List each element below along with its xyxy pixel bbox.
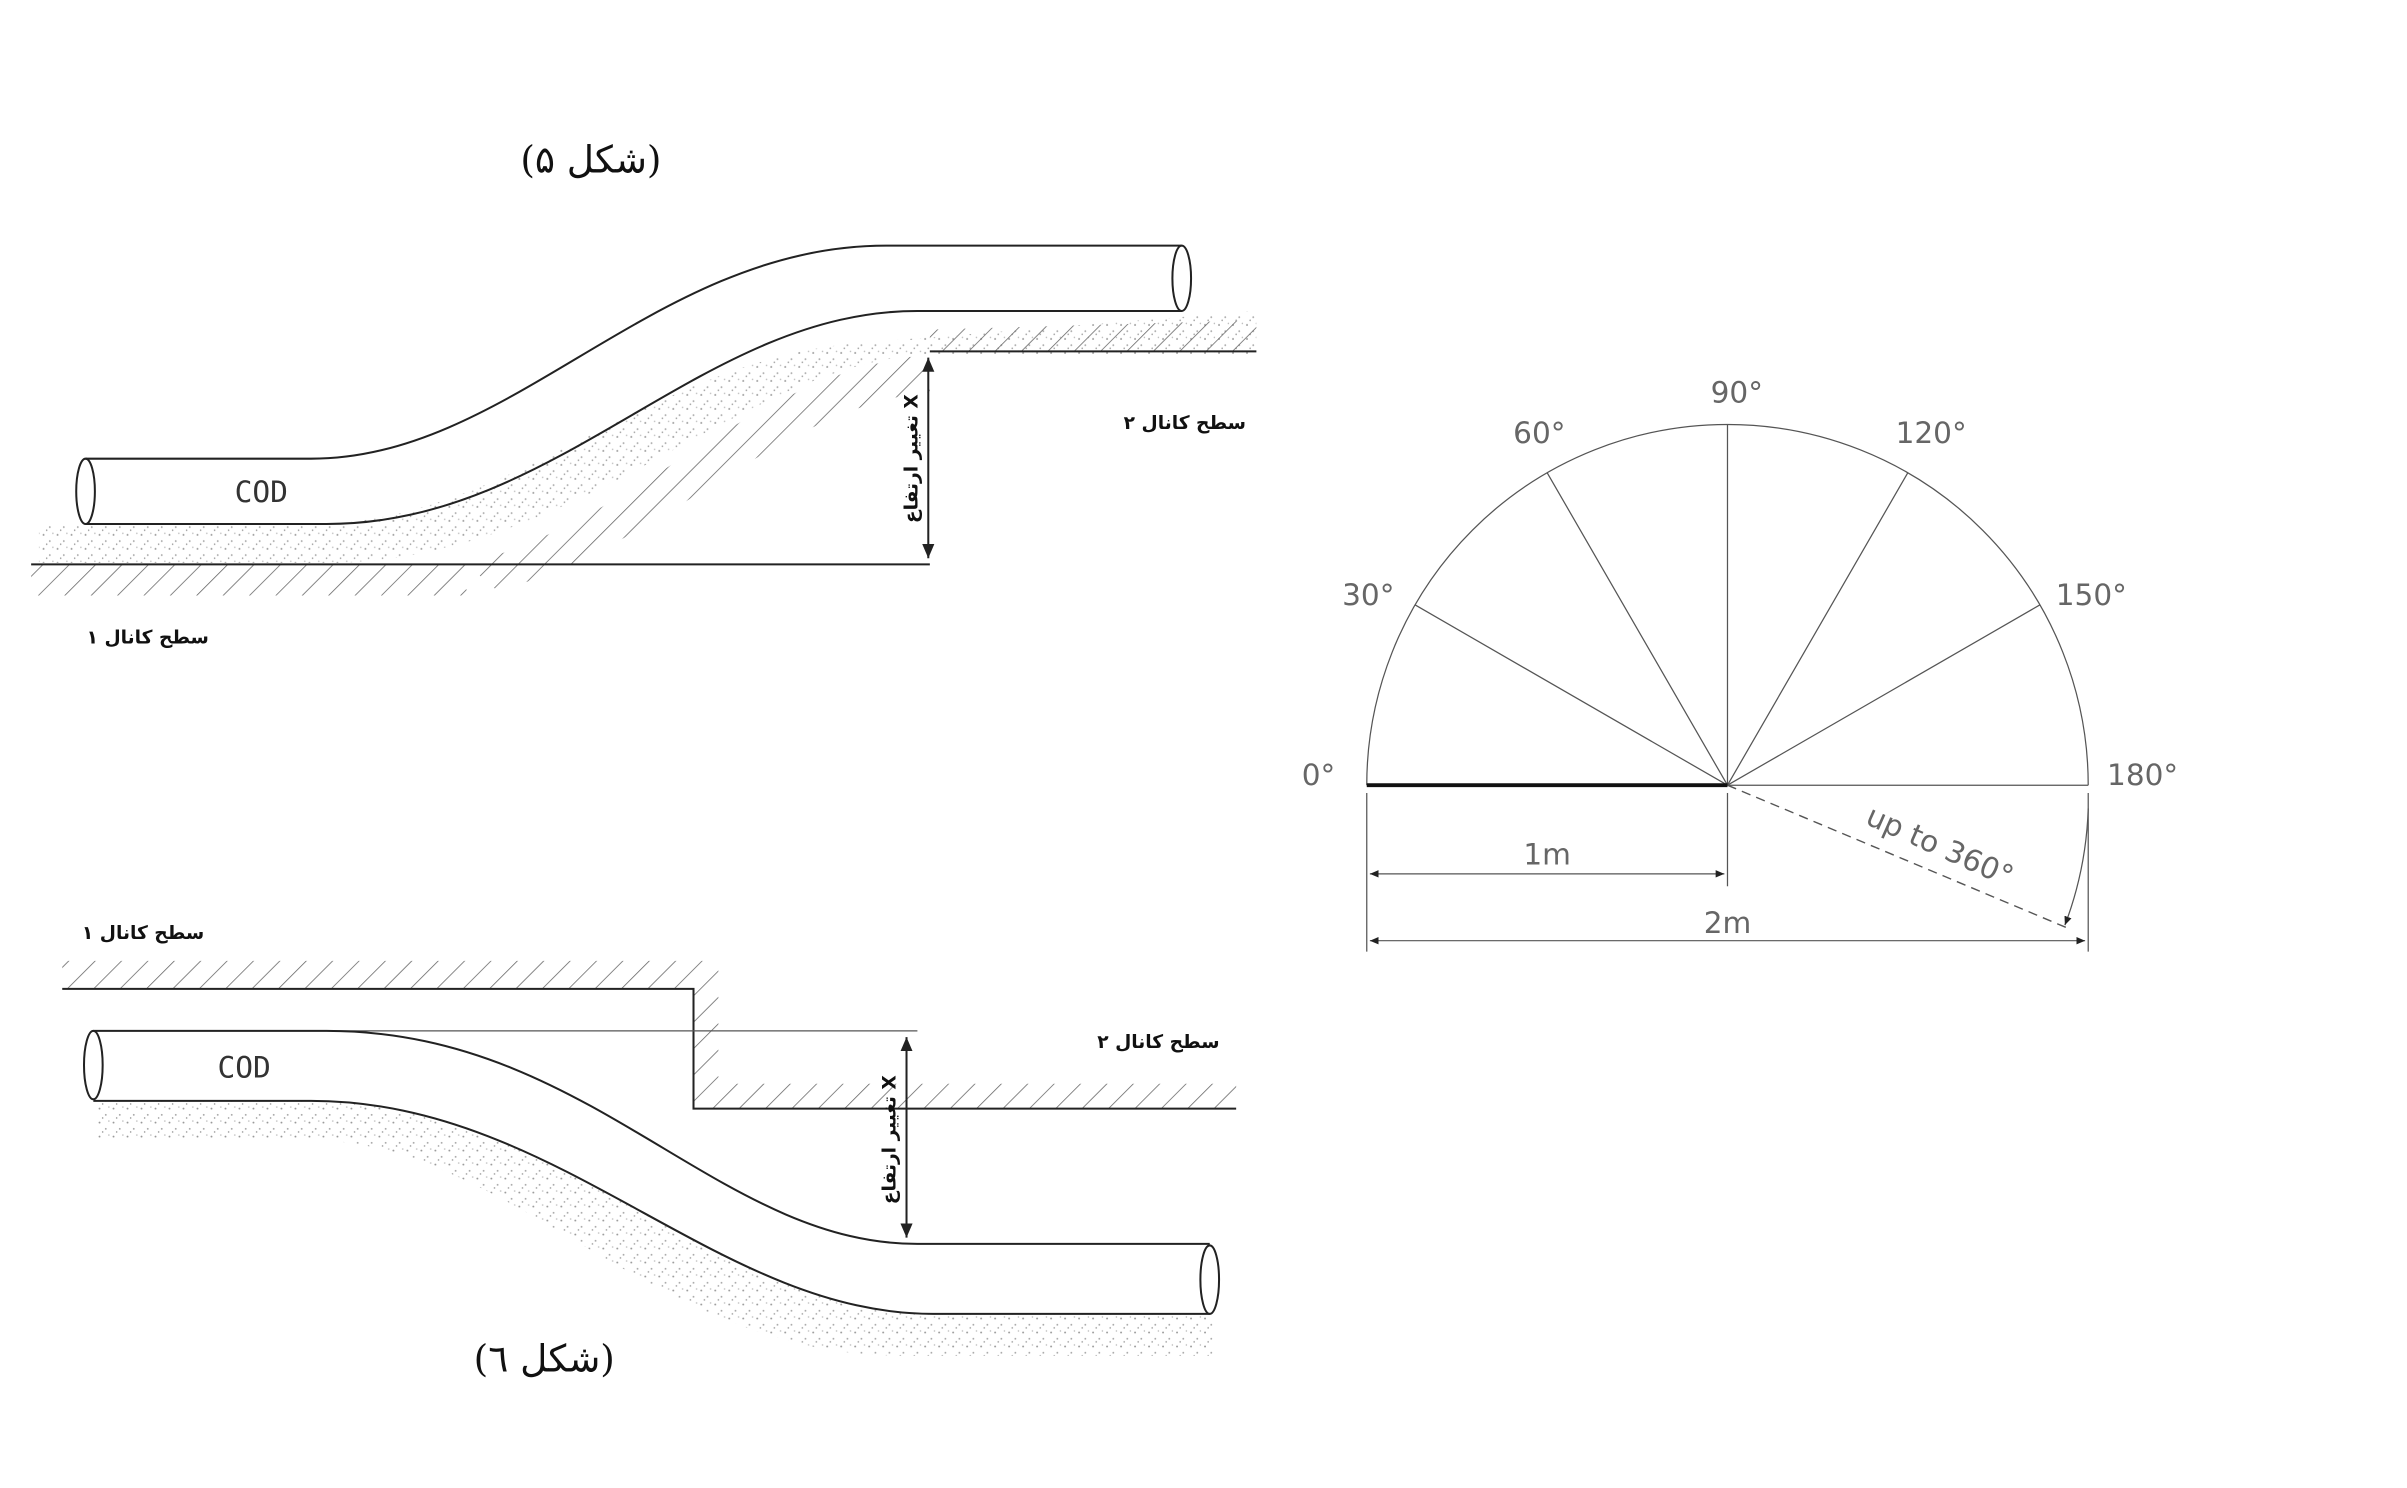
angle-label-180: 180° xyxy=(2107,758,2178,792)
figure-6-title: (شکل ٦) xyxy=(474,1336,615,1380)
diameter-label: 2m xyxy=(1704,906,1752,940)
angle-label-90: 90° xyxy=(1711,376,1763,410)
ground-step-line xyxy=(62,987,1237,1110)
extension-label: up to 360° xyxy=(1861,799,2018,894)
height-change-label: تغییر ارتفاع X xyxy=(880,1075,901,1204)
pipe-label: COD xyxy=(217,1051,270,1085)
upper-ground-hatch xyxy=(929,320,1257,352)
upper-ground-hatch xyxy=(62,960,694,989)
angle-label-120: 120° xyxy=(1896,416,1967,450)
slope-hatch xyxy=(466,354,930,591)
lower-ground-hatch xyxy=(31,564,467,596)
sand-bed xyxy=(96,1100,1213,1356)
extension-dashed-line xyxy=(1727,784,2069,929)
pipe xyxy=(75,244,1193,525)
height-change-label: تغییر ارتفاع X xyxy=(901,394,922,523)
upper-surface-label: سطح کانال ۲ xyxy=(1124,413,1246,434)
protractor: up to 360° 0° 30° 60° 90° 120° 150° 180°… xyxy=(1302,376,2178,952)
lower-surface-label: سطح کانال ۲ xyxy=(1097,1032,1219,1053)
pipe xyxy=(82,1029,1221,1315)
angle-label-30: 30° xyxy=(1342,578,1394,612)
figure-6: COD تغییر ارتفاع X سطح کانال ۱ سطح کانال… xyxy=(62,923,1237,1380)
sand-bed xyxy=(38,310,1257,563)
step-hatch xyxy=(693,960,1237,1109)
angle-label-0: 0° xyxy=(1302,758,1336,792)
radius-label: 1m xyxy=(1523,838,1571,872)
pipe-label: COD xyxy=(235,475,288,509)
angle-label-60: 60° xyxy=(1513,416,1565,450)
lower-surface-label: سطح کانال ۱ xyxy=(87,628,209,649)
upper-surface-label: سطح کانال ۱ xyxy=(82,923,204,944)
figure-5: (شکل ۵) COD تغییر ارتفاع X سطح کانال ۲ س… xyxy=(31,138,1257,649)
angle-label-150: 150° xyxy=(2056,578,2127,612)
figure-5-title: (شکل ۵) xyxy=(520,138,661,182)
